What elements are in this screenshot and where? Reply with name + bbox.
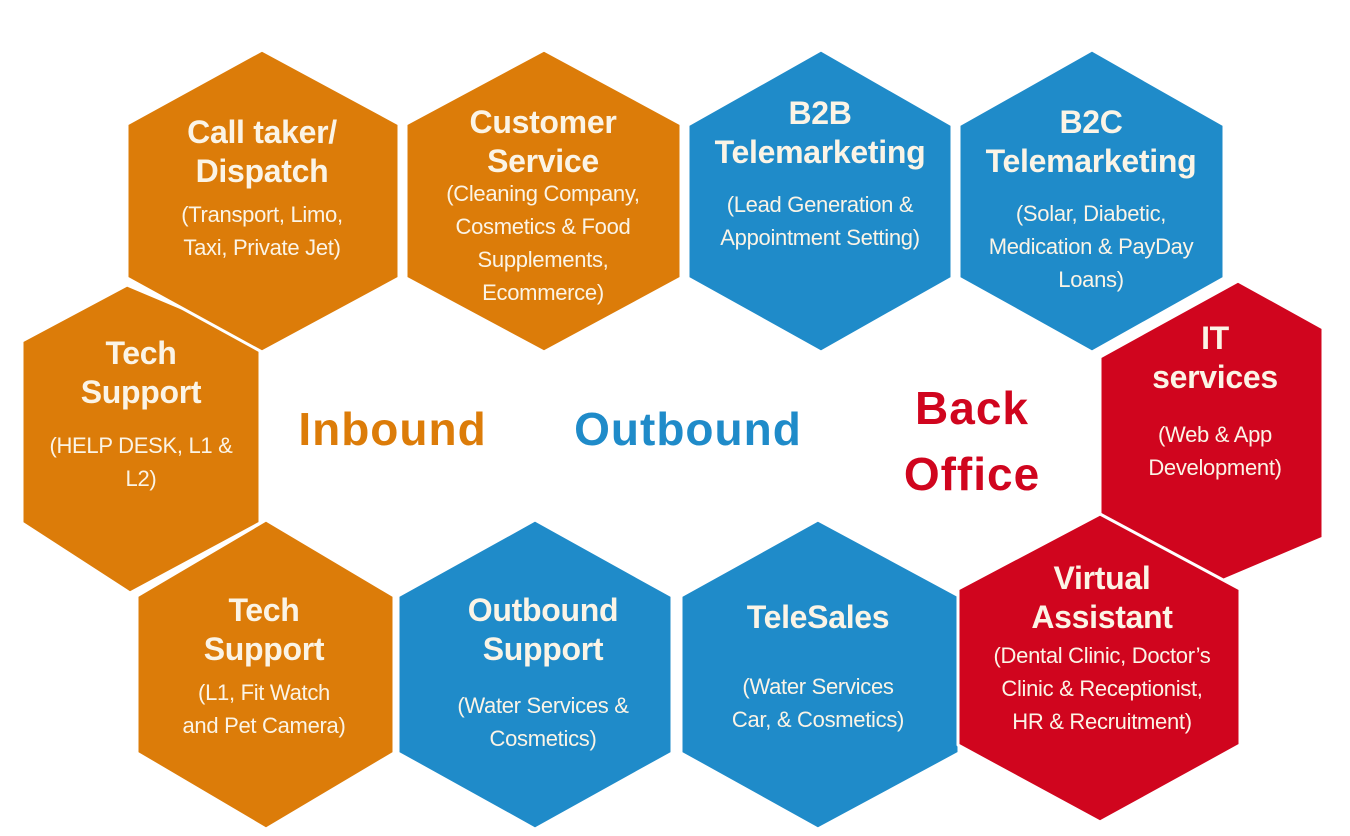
hexagon-detail-line: (Water Services (742, 674, 894, 699)
hexagon-detail-line: (L1, Fit Watch (198, 680, 330, 705)
hexagon-title-line: services (1152, 359, 1278, 395)
hexagon-inbound-0 (125, 48, 401, 354)
hexagon-detail-line: (Cleaning Company, (446, 181, 640, 206)
inbound-label: Inbound (298, 403, 487, 455)
hexagon-inbound-1 (404, 48, 683, 354)
hexagon-title-line: Support (203, 631, 325, 667)
hexagon-detail-line: (Solar, Diabetic, (1015, 201, 1167, 226)
hexagon-title-line: Tech (228, 592, 300, 628)
hexagon-detail-line: Taxi, Private Jet) (183, 235, 341, 260)
hexagon-title-line: Outbound (467, 592, 619, 628)
hexagon-detail-line: Medication & PayDay (988, 234, 1194, 259)
hexagon-inbound-6 (135, 518, 396, 831)
hexagon-detail-line: (Web & App (1158, 422, 1272, 447)
hexagon-title-line: Service (487, 143, 599, 179)
outbound-label: Outbound (574, 403, 802, 455)
hexagon-detail-line: Ecommerce) (482, 280, 604, 305)
hexagon-detail-line: (Lead Generation & (726, 192, 914, 217)
hexagon-outbound-2 (686, 48, 954, 354)
hexagon-detail-line: Development) (1148, 455, 1282, 480)
hexagon-title-line: Virtual (1053, 560, 1151, 596)
hexagon-detail-line: (Transport, Limo, (181, 202, 343, 227)
hexagon-title-line: Tech (105, 335, 177, 371)
back-office-label-line2: Office (903, 448, 1041, 500)
hexagon-title-line: TeleSales (746, 599, 890, 635)
hexagon-title-line: Customer (469, 104, 617, 140)
hexagon-detail-line: (Water Services & (457, 693, 629, 718)
hexagon-detail-line: (Dental Clinic, Doctor’s (993, 643, 1211, 668)
hexagon-title-line: Support (482, 631, 604, 667)
hexagon-title-line: B2B (788, 95, 852, 131)
hexagon-title-line: Telemarketing (714, 134, 926, 170)
hexagon-detail-line: HR & Recruitment) (1012, 709, 1192, 734)
hexagon-title-line: Telemarketing (985, 143, 1197, 179)
hexagon-detail-line: Car, & Cosmetics) (731, 707, 905, 732)
hexagon-detail-line: Loans) (1058, 267, 1124, 292)
hexagon-detail-line: L2) (125, 466, 157, 491)
hexagon-title-line: Dispatch (195, 153, 329, 189)
hexagon-detail-line: Clinic & Receptionist, (1001, 676, 1203, 701)
hexagon-title-line: Call taker/ (187, 114, 337, 150)
hexagon-title-line: Assistant (1031, 599, 1173, 635)
back-office-label-line1: Back (915, 382, 1029, 434)
hexagon-title-line: IT (1201, 320, 1229, 356)
hexagon-title-line: Support (80, 374, 202, 410)
hexagon-back_office-9 (956, 512, 1242, 824)
hexagon-detail-line: Supplements, (477, 247, 609, 272)
hexagon-detail-line: Cosmetics) (489, 726, 597, 751)
hexagon-title-line: B2C (1059, 104, 1123, 140)
hexagon-detail-line: and Pet Camera) (182, 713, 346, 738)
hexagon-outbound-7 (396, 518, 674, 831)
hexagon-outbound-3 (957, 48, 1226, 354)
hexagon-detail-line: (HELP DESK, L1 & (49, 433, 233, 458)
hexagon-detail-line: Cosmetics & Food (455, 214, 631, 239)
hexagon-detail-line: Appointment Setting) (720, 225, 920, 250)
